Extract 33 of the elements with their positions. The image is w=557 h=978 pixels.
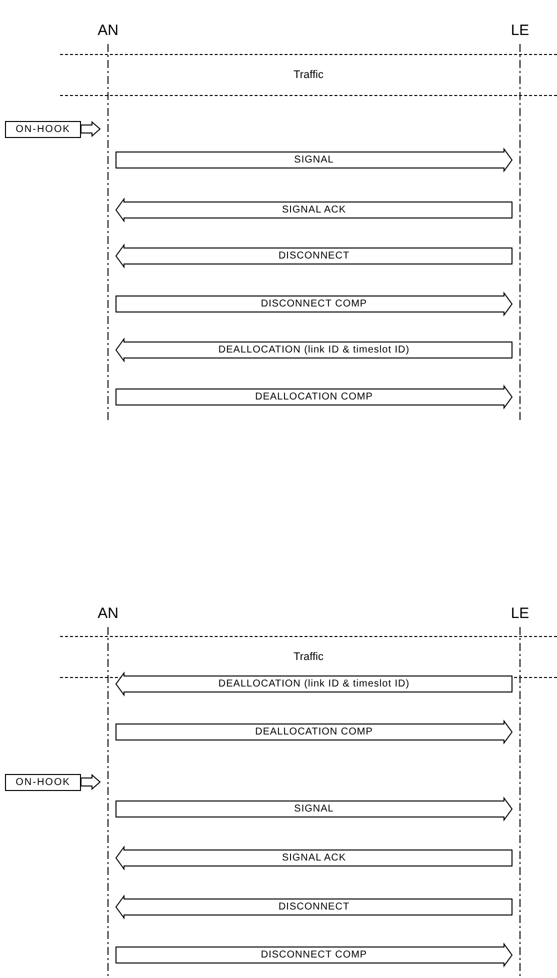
- edge-label: DEALLOCATION (link ID & timeslot ID): [218, 344, 410, 356]
- event-box: ON-HOOK: [5, 774, 81, 791]
- edge-label: SIGNAL: [294, 804, 334, 814]
- block-arrow: [115, 243, 512, 269]
- block-arrow: [80, 120, 101, 138]
- block-arrow: [80, 774, 101, 790]
- block-arrow: [115, 197, 512, 223]
- block-arrow: [116, 291, 513, 317]
- lifeline-label: LE: [510, 22, 530, 39]
- edge-label: DEALLOCATION (link ID & timeslot ID): [218, 678, 410, 690]
- block-arrow: [115, 671, 512, 697]
- edge-label: DISCONNECT COMP: [260, 298, 368, 310]
- traffic-band: Traffic: [60, 54, 557, 96]
- edge-label: DISCONNECT: [278, 902, 350, 912]
- edge-label: DEALLOCATION COMP: [255, 726, 373, 738]
- edge-label: SIGNAL: [294, 154, 334, 166]
- block-arrow: [116, 796, 513, 822]
- block-arrow: [116, 384, 513, 410]
- block-arrow: [116, 942, 513, 968]
- block-arrow: [116, 719, 513, 745]
- edge-label: DISCONNECT COMP: [260, 950, 368, 960]
- lifeline-label: AN: [98, 22, 118, 39]
- lifeline-label: AN: [98, 605, 118, 622]
- block-arrow: [115, 337, 512, 363]
- block-arrow: [115, 894, 512, 920]
- edge-label: SIGNAL ACK: [282, 852, 346, 864]
- edge-label: SIGNAL ACK: [282, 204, 346, 216]
- block-arrow: [116, 147, 513, 173]
- lifeline-label: LE: [510, 605, 530, 622]
- edge-label: DISCONNECT: [278, 250, 350, 262]
- edge-label: DEALLOCATION COMP: [255, 392, 373, 402]
- event-box: ON-HOOK: [5, 121, 81, 138]
- block-arrow: [115, 845, 512, 871]
